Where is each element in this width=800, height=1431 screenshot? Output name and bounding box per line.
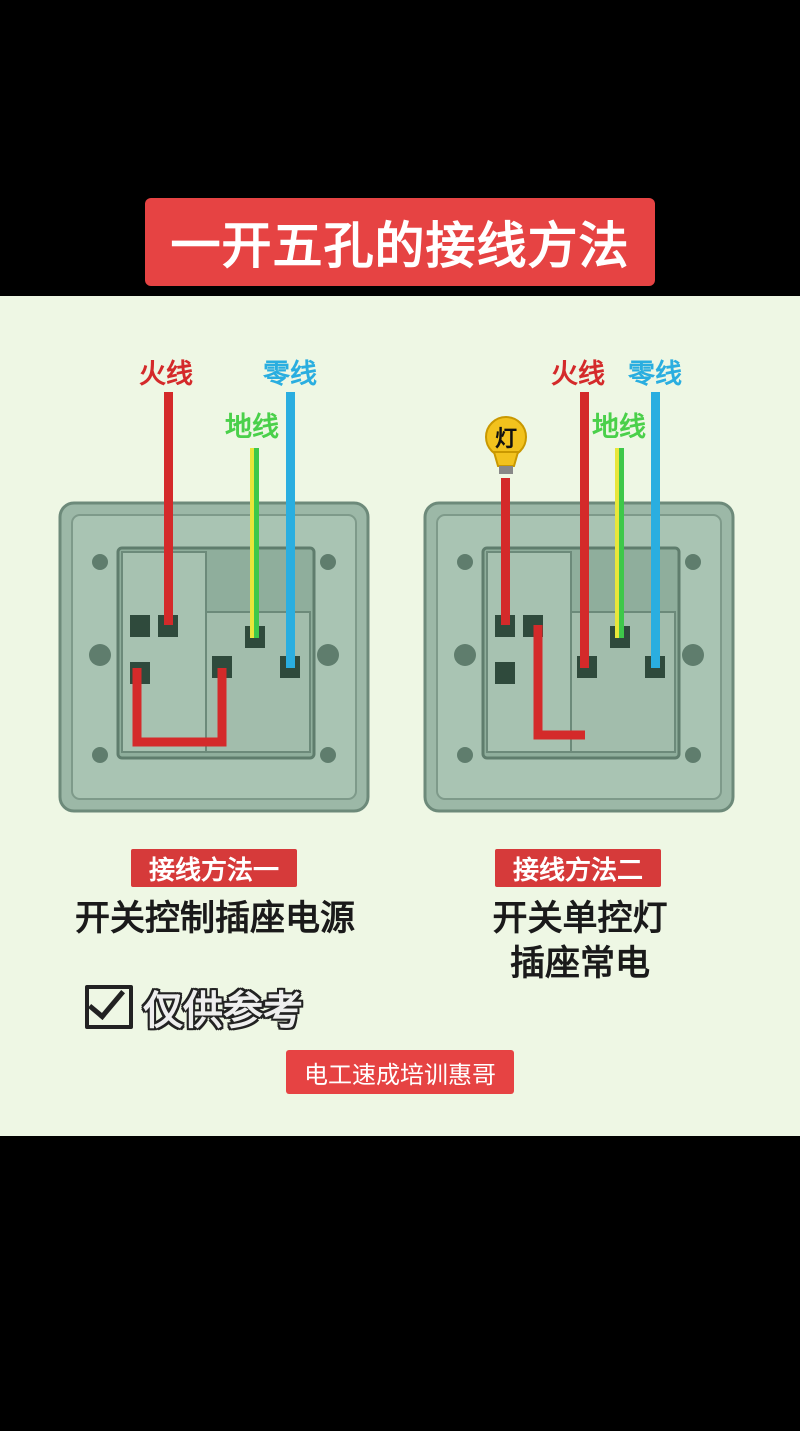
left-ground-label: 地线 bbox=[225, 412, 279, 443]
right-ground-wire-green bbox=[619, 448, 624, 638]
right-switch-plate bbox=[423, 501, 735, 813]
right-neutral-label: 零线 bbox=[627, 359, 682, 390]
reference-note-text: 仅供参考 bbox=[143, 988, 303, 1034]
lamp-label: 灯 bbox=[495, 427, 517, 452]
method-two-caption-line2: 插座常电 bbox=[509, 944, 650, 984]
left-ground-wire-green bbox=[254, 448, 259, 638]
right-ground-wire-yellow bbox=[615, 448, 619, 638]
right-wires bbox=[501, 392, 660, 740]
checkbox-icon bbox=[85, 985, 133, 1029]
right-live-wire bbox=[580, 392, 589, 668]
left-switch-plate bbox=[58, 501, 370, 813]
method-one-caption: 开关控制插座电源 bbox=[74, 899, 355, 939]
method-two-caption-line1: 开关单控灯 bbox=[492, 899, 668, 939]
author-tag: 电工速成培训惠哥 bbox=[286, 1050, 514, 1094]
left-ground-wire-yellow bbox=[250, 448, 254, 638]
right-neutral-wire bbox=[651, 392, 660, 668]
lamp-icon: 灯 bbox=[485, 416, 527, 474]
left-wires bbox=[132, 392, 295, 747]
left-neutral-wire bbox=[286, 392, 295, 668]
reference-note: 仅供参考 bbox=[85, 978, 303, 1036]
right-ground-label: 地线 bbox=[592, 412, 646, 443]
left-live-wire bbox=[164, 392, 173, 625]
page-title: 一开五孔的接线方法 bbox=[170, 217, 630, 275]
right-lamp-wire bbox=[501, 478, 510, 625]
title-banner: 一开五孔的接线方法 bbox=[145, 198, 655, 286]
method-one-tag: 接线方法一 bbox=[131, 849, 297, 887]
left-neutral-label: 零线 bbox=[262, 359, 317, 390]
left-jumper-wire bbox=[132, 668, 227, 747]
right-live-label: 火线 bbox=[551, 359, 605, 390]
method-two-tag: 接线方法二 bbox=[495, 849, 661, 887]
right-jumper-wire bbox=[533, 625, 585, 740]
left-live-label: 火线 bbox=[139, 359, 193, 390]
